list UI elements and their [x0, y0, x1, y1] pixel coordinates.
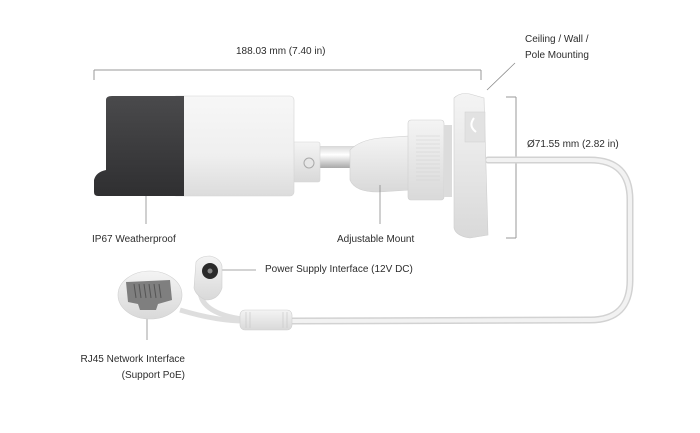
mounting-label-line2: Pole Mounting [525, 50, 589, 61]
cable-connector [239, 309, 293, 331]
diameter-dimension-bracket [506, 96, 517, 239]
rj45-label-line2: (Support PoE) [121, 370, 185, 381]
power-jack [193, 255, 223, 301]
adjustable-mount-label: Adjustable Mount [337, 234, 415, 245]
weatherproof-label: IP67 Weatherproof [92, 234, 176, 245]
adjustable-mount [349, 135, 411, 193]
rj45-label-line1: RJ45 Network Interface [80, 354, 186, 365]
mounting-label-line1: Ceiling / Wall / [525, 34, 589, 45]
camera-front-hood [94, 96, 184, 196]
power-interface-label: Power Supply Interface (12V DC) [265, 264, 413, 275]
mounting-leader-line [486, 62, 516, 91]
rj45-port [117, 270, 183, 320]
camera-body [94, 95, 295, 197]
length-dimension-label: 188.03 mm (7.40 in) [236, 46, 326, 57]
length-dimension-bracket [93, 69, 482, 80]
diameter-dimension-label: Ø71.55 mm (2.82 in) [527, 139, 619, 150]
